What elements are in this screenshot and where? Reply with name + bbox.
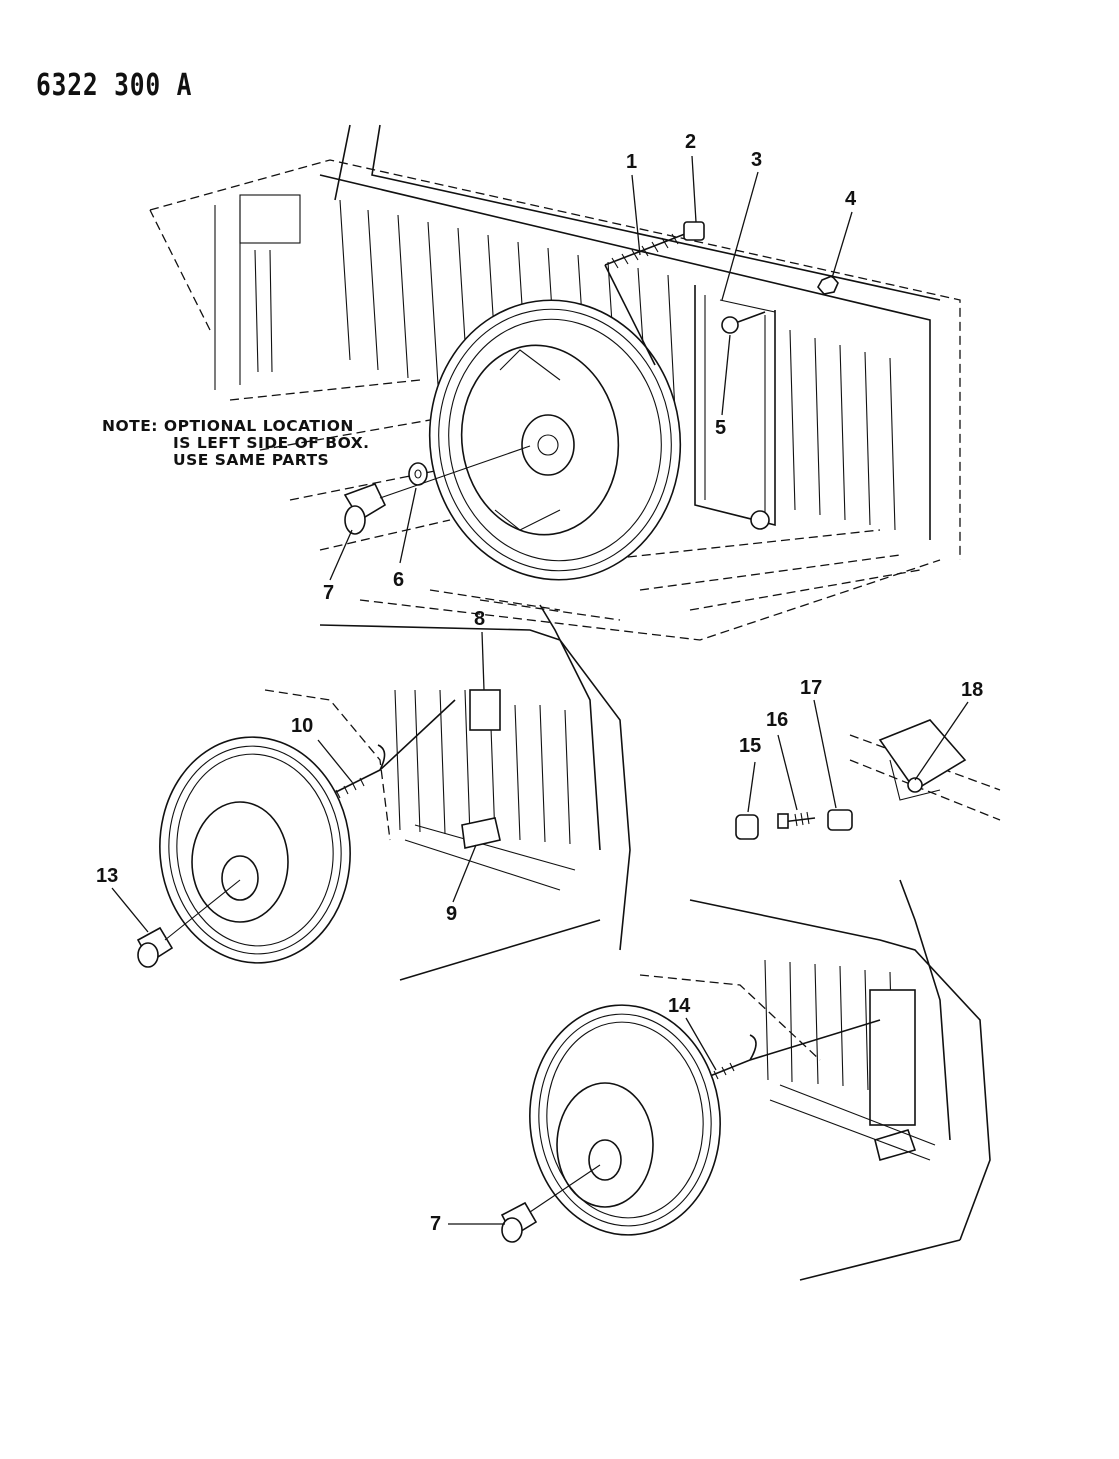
callout-18: 18 (961, 679, 984, 701)
spare-tire-top (428, 299, 682, 581)
callout-3: 3 (751, 149, 763, 171)
callout-10: 10 (291, 715, 314, 737)
callout-1: 1 (626, 151, 638, 173)
truck-bed-top-view (149, 124, 961, 641)
leader-lines (111, 155, 969, 1225)
truck-bed-side-view-left (136, 604, 631, 981)
note-text: NOTE: OPTIONAL LOCATION IS LEFT SIDE OF … (102, 418, 370, 469)
note-line-3: USE SAME PARTS (173, 451, 330, 469)
figure-code: 6322 300 A (36, 68, 193, 103)
callout-13: 13 (96, 865, 119, 887)
callout-7-bottom: 7 (430, 1213, 442, 1235)
spare-tire-side-left (159, 736, 351, 964)
callout-15: 15 (739, 735, 762, 757)
callout-6: 6 (393, 569, 405, 591)
truck-bed-side-view-right (500, 879, 991, 1281)
callout-7-top: 7 (323, 582, 335, 604)
callout-4: 4 (845, 188, 857, 210)
callout-5: 5 (715, 417, 727, 439)
callout-2: 2 (685, 131, 697, 153)
note-line-1: NOTE: OPTIONAL LOCATION (102, 417, 354, 435)
callout-16: 16 (766, 709, 789, 731)
callout-17: 17 (800, 677, 823, 699)
spacer-15 (735, 814, 759, 840)
small-parts (735, 719, 1001, 840)
sleeve-17 (827, 809, 853, 831)
callout-9: 9 (446, 903, 458, 925)
callout-8: 8 (474, 608, 486, 630)
note-line-2: IS LEFT SIDE OF BOX. (173, 434, 370, 452)
spare-tire-side-right (529, 1004, 721, 1236)
callout-14: 14 (668, 995, 691, 1017)
